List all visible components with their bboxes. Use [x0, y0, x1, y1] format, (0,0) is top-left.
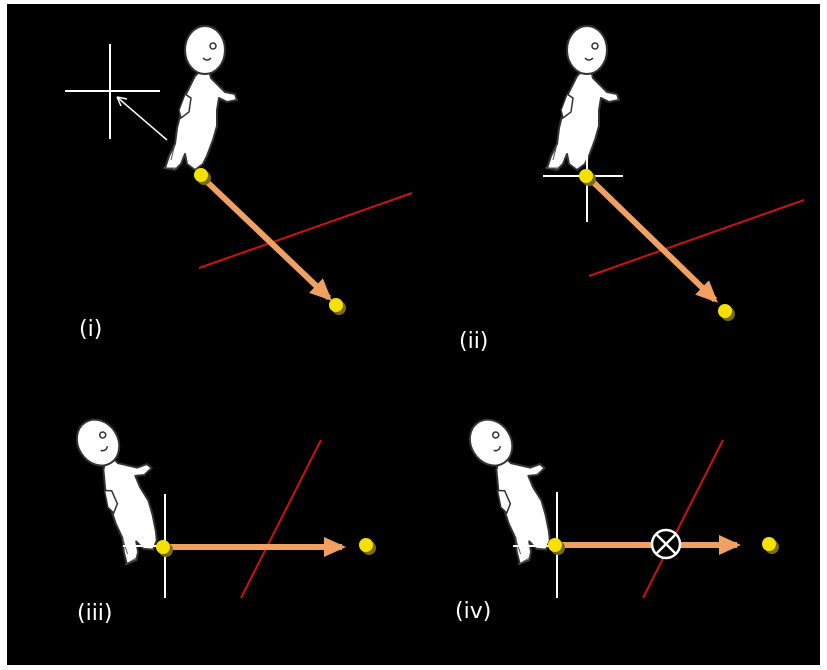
panel-label-i: (i) [79, 317, 102, 342]
wall-line [643, 440, 723, 598]
start-point [194, 168, 211, 185]
panel-iii: (iii) [50, 405, 376, 626]
wall-line [241, 440, 321, 598]
walking-person-icon [545, 26, 619, 170]
start-point [579, 169, 596, 186]
start-point [548, 538, 565, 555]
diagram-svg: (i) (ii) [7, 4, 820, 665]
motion-arrow [203, 178, 329, 298]
pointer-arrow [117, 97, 167, 140]
panel-iv: (iv) [443, 405, 779, 624]
walking-person-icon [163, 26, 237, 170]
end-point [359, 538, 376, 555]
start-point [156, 540, 173, 557]
diagram-canvas: (i) (ii) [7, 4, 820, 665]
panel-label-iv: (iv) [455, 599, 491, 624]
circle-x-icon [652, 530, 680, 558]
panel-i: (i) [65, 26, 412, 342]
end-point [762, 537, 779, 554]
panel-label-iii: (iii) [77, 601, 113, 626]
panel-label-ii: (ii) [459, 329, 488, 354]
end-point [718, 304, 735, 321]
end-point [329, 298, 346, 315]
panel-ii: (ii) [459, 26, 804, 354]
crosshair-icon [65, 44, 160, 139]
